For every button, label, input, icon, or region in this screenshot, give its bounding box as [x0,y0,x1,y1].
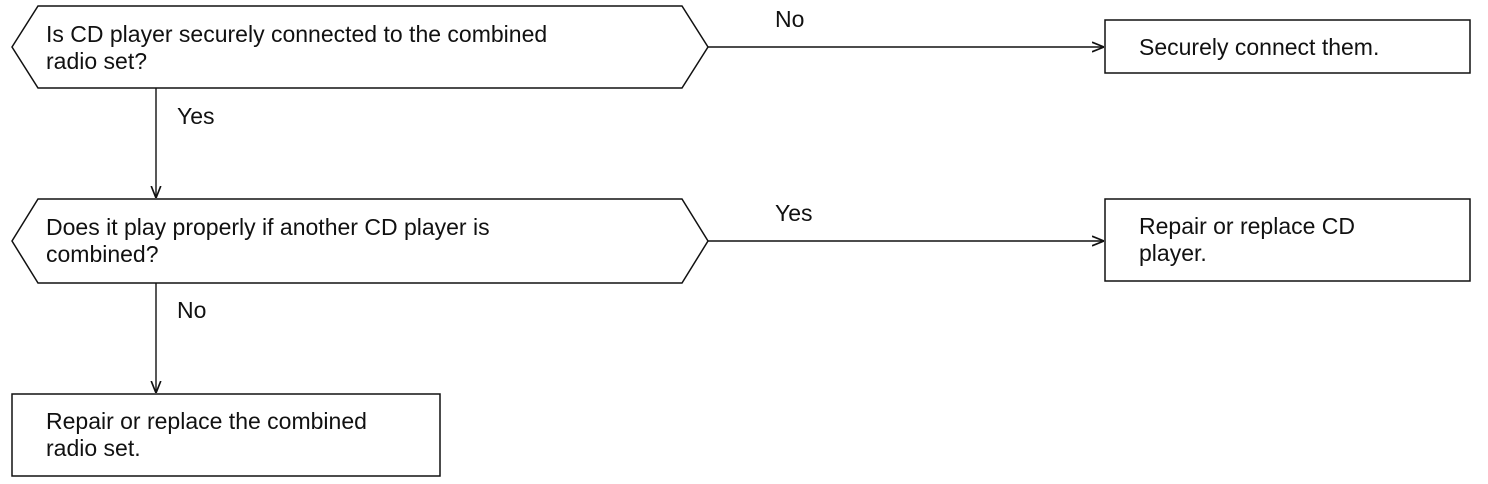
decision-1-text: Is CD player securely connected to the c… [46,21,547,75]
decision-2-text: Does it play properly if another CD play… [46,214,490,268]
action-1-line-1: Securely connect them. [1139,34,1380,60]
action-3-line-2: radio set. [46,435,141,461]
action-3-text: Repair or replace the combined radio set… [46,408,367,462]
decision-2-line-1: Does it play properly if another CD play… [46,214,490,240]
action-3-box [11,393,441,477]
action-2-line-2: player. [1139,240,1207,266]
action-2-text: Repair or replace CD player. [1139,213,1355,267]
decision-2-line-2: combined? [46,241,159,267]
edge-label-q1-yes: Yes [177,103,215,129]
edge-label-q2-no: No [177,297,207,323]
action-2-box [1104,198,1471,282]
action-1-text: Securely connect them. [1139,34,1379,61]
decision-1-line-1: Is CD player securely connected to the c… [46,21,548,47]
edge-label-q1-no: No [775,6,805,32]
action-3-line-1: Repair or replace the combined [46,408,367,434]
action-2-line-1: Repair or replace CD [1139,213,1356,239]
edge-label-q2-yes: Yes [775,200,813,226]
action-1-box [1104,19,1471,74]
decision-1-line-2: radio set? [46,48,148,74]
